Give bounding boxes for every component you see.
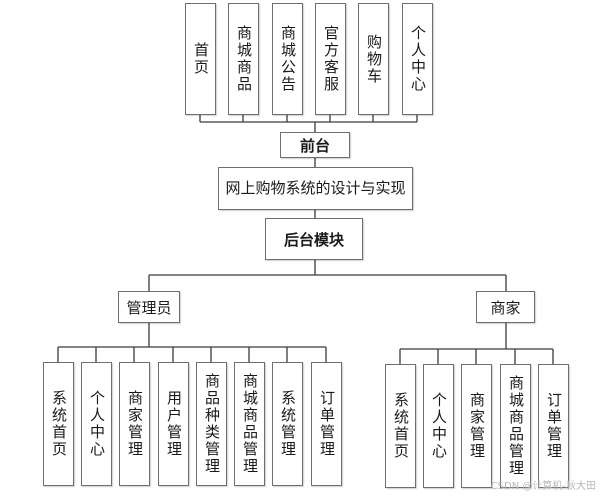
- frontend-item-label: 商城商品: [235, 25, 253, 93]
- admin-item-node: 商城商品管理: [234, 362, 265, 486]
- frontend-item-node: 官方客服: [315, 3, 346, 115]
- frontend-item-node: 购物车: [358, 3, 389, 115]
- admin-role-node: 管理员: [118, 291, 180, 323]
- merchant-item-node: 商家管理: [461, 364, 492, 488]
- system-title-label: 网上购物系统的设计与实现: [225, 179, 406, 197]
- frontend-item-node: 商城商品: [228, 3, 259, 115]
- frontend-label: 前台: [299, 136, 330, 155]
- system-title-node: 网上购物系统的设计与实现: [218, 167, 413, 210]
- merchant-item-node: 订单管理: [538, 364, 569, 488]
- merchant-item-node: 系统首页: [385, 364, 416, 488]
- admin-item-label: 商城商品管理: [241, 373, 259, 475]
- admin-item-node: 系统管理: [272, 362, 303, 486]
- admin-item-label: 商品种类管理: [203, 373, 221, 475]
- frontend-item-label: 首页: [192, 42, 210, 76]
- frontend-item-node: 商城公告: [272, 3, 303, 115]
- frontend-item-label: 个人中心: [409, 25, 427, 93]
- merchant-item-label: 个人中心: [430, 392, 448, 460]
- merchant-item-label: 商城商品管理: [507, 375, 525, 477]
- merchant-item-node: 个人中心: [423, 364, 454, 488]
- frontend-node: 前台: [280, 132, 350, 158]
- admin-item-label: 个人中心: [88, 390, 106, 458]
- admin-item-node: 订单管理: [311, 362, 342, 486]
- merchant-role-node: 商家: [476, 291, 535, 323]
- admin-item-node: 个人中心: [81, 362, 112, 486]
- merchant-role-label: 商家: [490, 298, 521, 317]
- backend-label: 后台模块: [283, 230, 344, 249]
- merchant-item-label: 订单管理: [545, 392, 563, 460]
- merchant-item-label: 商家管理: [468, 392, 486, 460]
- admin-role-label: 管理员: [126, 298, 172, 317]
- frontend-item-node: 首页: [185, 3, 216, 115]
- admin-item-label: 用户管理: [165, 390, 183, 458]
- admin-item-label: 系统管理: [279, 390, 297, 458]
- admin-item-node: 商家管理: [119, 362, 150, 486]
- watermark: CSDN @计算机-秋大田: [490, 481, 596, 492]
- admin-item-label: 系统首页: [50, 390, 68, 458]
- admin-item-label: 商家管理: [126, 390, 144, 458]
- admin-item-label: 订单管理: [318, 390, 336, 458]
- frontend-item-label: 购物车: [365, 33, 383, 85]
- merchant-item-node: 商城商品管理: [500, 364, 531, 488]
- frontend-item-label: 官方客服: [322, 25, 340, 93]
- admin-item-node: 系统首页: [43, 362, 74, 486]
- admin-item-node: 商品种类管理: [196, 362, 227, 486]
- merchant-item-label: 系统首页: [392, 392, 410, 460]
- admin-item-node: 用户管理: [158, 362, 189, 486]
- backend-node: 后台模块: [265, 218, 363, 260]
- frontend-item-node: 个人中心: [402, 3, 433, 115]
- frontend-item-label: 商城公告: [279, 25, 297, 93]
